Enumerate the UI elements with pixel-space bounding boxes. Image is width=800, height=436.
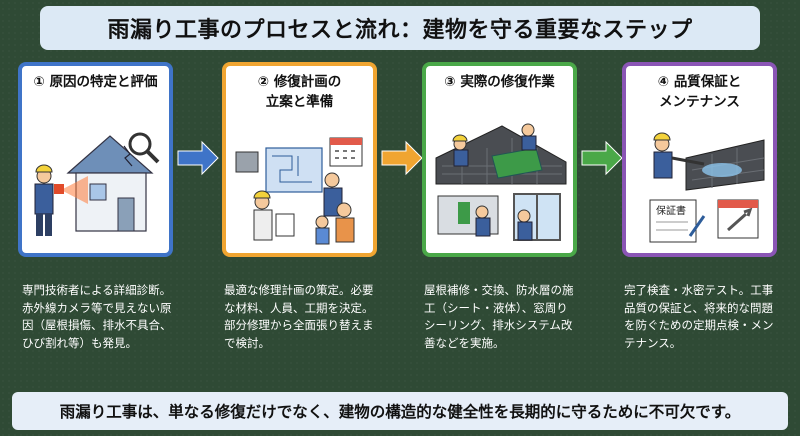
window-worker-head: [517, 209, 531, 223]
house-window: [89, 183, 107, 201]
arrow-shape-1: [177, 140, 219, 176]
crack-mark: [123, 145, 133, 167]
schedule-calendar-header: [718, 200, 758, 208]
roofer-body-1: [453, 149, 469, 167]
step-number-1: ①: [33, 74, 45, 90]
step-title-3: 実際の修復作業: [460, 74, 555, 90]
thermal-camera-icon: [54, 184, 64, 194]
inspection-warranty-illustration: 保証書: [649, 132, 765, 243]
blueprint-icon: [265, 147, 323, 193]
step-heading-4: ④ 品質保証と メンテナンス: [626, 72, 773, 112]
client-head: [336, 202, 352, 218]
sealer-body: [475, 217, 491, 237]
window-worker-body: [517, 221, 533, 241]
roofer-head-2: [521, 123, 535, 137]
infrared-beam: [61, 176, 88, 204]
step-number-2: ②: [257, 74, 270, 90]
magnifier-icon: [128, 132, 152, 156]
waterproof-sheet: [491, 147, 543, 179]
step-title-4-line2: メンテナンス: [659, 94, 740, 110]
flow-arrow-3: [581, 140, 623, 176]
blueprint-lines: [272, 155, 312, 183]
helmet-icon-4: [653, 132, 671, 141]
worker-leg-right: [45, 214, 52, 236]
page-title: 雨漏り工事のプロセスと流れ：建物を守る重要なステップ: [40, 6, 760, 50]
calendar-days: [335, 150, 355, 159]
step-title-2-line1: 修復計画の: [273, 74, 342, 90]
clipboard-icon: [275, 213, 295, 237]
wrench-icon: [727, 207, 753, 232]
flow-arrow-2: [381, 140, 423, 176]
step-card-3: ③ 実際の修復作業: [422, 62, 577, 257]
inspection-illustration: [34, 132, 160, 236]
step-title-1: 原因の特定と評価: [49, 74, 158, 90]
step-heading-3: ③ 実際の修復作業: [426, 72, 573, 92]
warranty-text-lines: [656, 221, 688, 231]
house-door: [117, 197, 135, 232]
helmet-icon-2: [253, 190, 271, 199]
step-card-1: ① 原因の特定と評価: [18, 62, 173, 257]
roofer-body-2: [521, 135, 537, 151]
worker-leg-left: [36, 214, 43, 236]
worker-body-2: [253, 209, 273, 241]
pen-icon: [688, 215, 706, 237]
warranty-document-icon: [649, 199, 697, 243]
worker-body: [34, 183, 54, 215]
inspector-body: [653, 151, 673, 179]
helmet-icon: [35, 164, 53, 173]
magnifier-handle: [145, 149, 160, 164]
paint-can-icon: [235, 151, 259, 173]
step-description-3: 屋根補修・交換、防水層の施工（シート・液体）、窓周りシーリング、排水システム改善…: [424, 283, 574, 350]
step-description-4: 完了検査・水密テスト。工事品質の保証と、将来的な問題を防ぐための定期点検・メンテ…: [624, 283, 774, 350]
water-test-spray: [702, 163, 742, 177]
arrow-shape-3: [581, 140, 623, 176]
step-card-2: ② 修復計画の 立案と準備: [222, 62, 377, 257]
footer-summary: 雨漏り工事は、単なる修復だけでなく、建物の構造的な健全性を長期的に守るために不可…: [12, 392, 788, 430]
arrow-shape-2: [381, 140, 423, 176]
step-number-3: ③: [444, 74, 456, 90]
step-heading-2: ② 修復計画の 立案と準備: [226, 72, 373, 112]
step-heading-1: ① 原因の特定と評価: [22, 72, 169, 92]
sealant-tube-icon: [458, 202, 470, 224]
repair-illustration: [435, 123, 567, 241]
warranty-document-label: 保証書: [656, 204, 686, 217]
step-number-4: ④: [657, 74, 670, 90]
step-description-1: 専門技術者による詳細診断。赤外線カメラ等で見えない原因（屋根損傷、排水不具合、ひ…: [22, 283, 172, 350]
helmet-icon-3: [452, 134, 468, 142]
step-title-4-line1: 品質保証と: [673, 74, 742, 90]
planner-head: [324, 172, 340, 188]
step-title-2-line2: 立案と準備: [265, 94, 334, 110]
child-head: [315, 215, 329, 229]
client-body: [335, 217, 355, 243]
calendar-header: [330, 138, 362, 145]
step-card-4: ④ 品質保証と メンテナンス 保証書: [622, 62, 777, 257]
water-hose: [671, 156, 705, 166]
step-description-2: 最適な修理計画の策定。必要な材料、人員、工期を決定。部分修理から全面張り替えまで…: [224, 283, 374, 350]
planning-illustration: [235, 137, 363, 245]
flow-arrow-1: [177, 140, 219, 176]
sealer-head: [475, 205, 489, 219]
child-body: [315, 227, 330, 245]
